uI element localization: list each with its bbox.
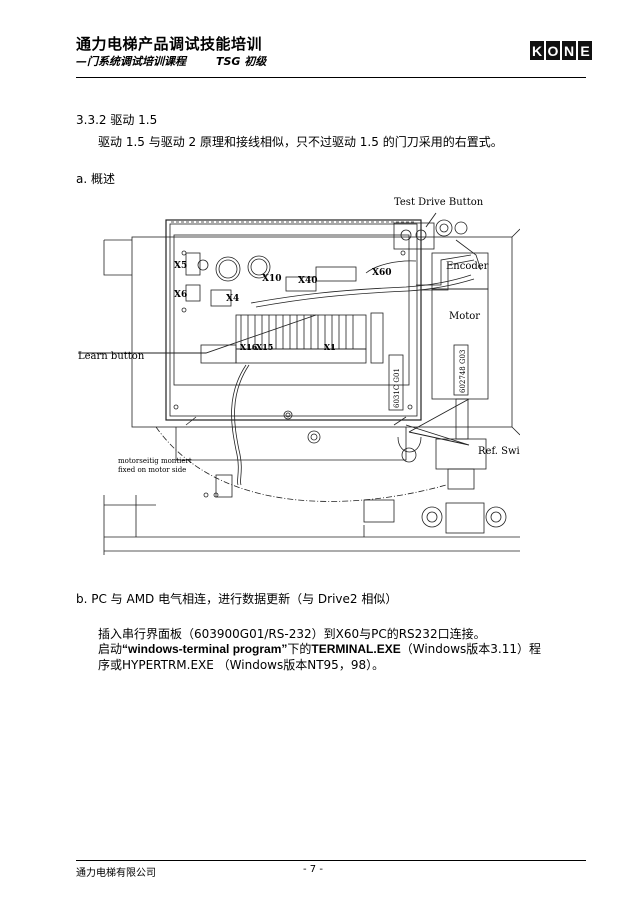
body-line-3: 序或HYPERTRM.EXE （Windows版本NT95，98）。 xyxy=(98,658,385,672)
footer-company: 通力电梯有限公司 xyxy=(76,868,156,879)
header-subtitle-course: —门系统调试培训课程 xyxy=(76,55,186,68)
label-x6: X6 xyxy=(174,290,187,300)
label-part-6031c: 6031C G01 xyxy=(393,368,401,408)
body-line-2-pre: 启动 xyxy=(98,642,123,656)
header-title: 通力电梯产品调试技能培训 xyxy=(76,35,263,53)
body-line-2-post: （Windows版本3.11）程 xyxy=(400,642,542,656)
logo-letter: O xyxy=(546,41,560,60)
label-learn-button: Learn button xyxy=(78,351,145,362)
logo-letter: N xyxy=(562,41,576,60)
door-drive-figure: Test Drive Button Encoder Motor Learn bu… xyxy=(76,195,536,565)
header-subtitle-tag: TSG 初级 xyxy=(216,55,267,68)
kone-logo: K O N E xyxy=(528,41,592,60)
label-x4: X4 xyxy=(226,294,239,304)
section-heading: 3.3.2 驱动 1.5 xyxy=(76,113,158,127)
note-motor-side-de: motorseitig montiert xyxy=(118,457,192,465)
label-x10: X10 xyxy=(262,274,282,284)
label-encoder: Encoder xyxy=(446,261,489,272)
logo-letter: E xyxy=(578,41,592,60)
label-x16: X16 xyxy=(240,342,258,352)
item-a-heading: a. 概述 xyxy=(76,172,115,186)
label-ref-switch: Ref. Switch xyxy=(478,446,520,457)
footer-page-number: - 7 - xyxy=(303,864,323,875)
body-line-2: 启动“windows-terminal program”下的TERMINAL.E… xyxy=(98,640,541,657)
section-intro: 驱动 1.5 与驱动 2 原理和接线相似，只不过驱动 1.5 的门刀采用的右置式… xyxy=(98,135,503,149)
header-subtitle: —门系统调试培训课程 TSG 初级 xyxy=(76,53,266,69)
label-test-drive: Test Drive Button xyxy=(394,197,484,208)
label-x40: X40 xyxy=(298,276,318,286)
label-x1: X1 xyxy=(324,342,336,352)
header-divider xyxy=(76,77,586,78)
item-b-heading: b. PC 与 AMD 电气相连，进行数据更新（与 Drive2 相似） xyxy=(76,592,398,606)
body-line-2-mid: 下的 xyxy=(287,642,312,656)
label-motor: Motor xyxy=(449,311,480,322)
body-line-1: 插入串行界面板（603900G01/RS-232）到X60与PC的RS232口连… xyxy=(98,627,486,641)
door-drive-drawing: Test Drive Button Encoder Motor Learn bu… xyxy=(78,197,536,555)
label-part-602748: 602748 G03 xyxy=(459,350,467,393)
body-terminal-exe: TERMINAL.EXE xyxy=(311,642,401,656)
logo-letter: K xyxy=(530,41,544,60)
note-motor-side-en: fixed on motor side xyxy=(118,466,186,474)
label-x15: X15 xyxy=(256,342,273,352)
body-program-name: “windows-terminal program” xyxy=(122,642,288,656)
label-x5: X5 xyxy=(174,261,187,271)
label-x60: X60 xyxy=(372,268,392,278)
footer-divider xyxy=(76,860,586,861)
